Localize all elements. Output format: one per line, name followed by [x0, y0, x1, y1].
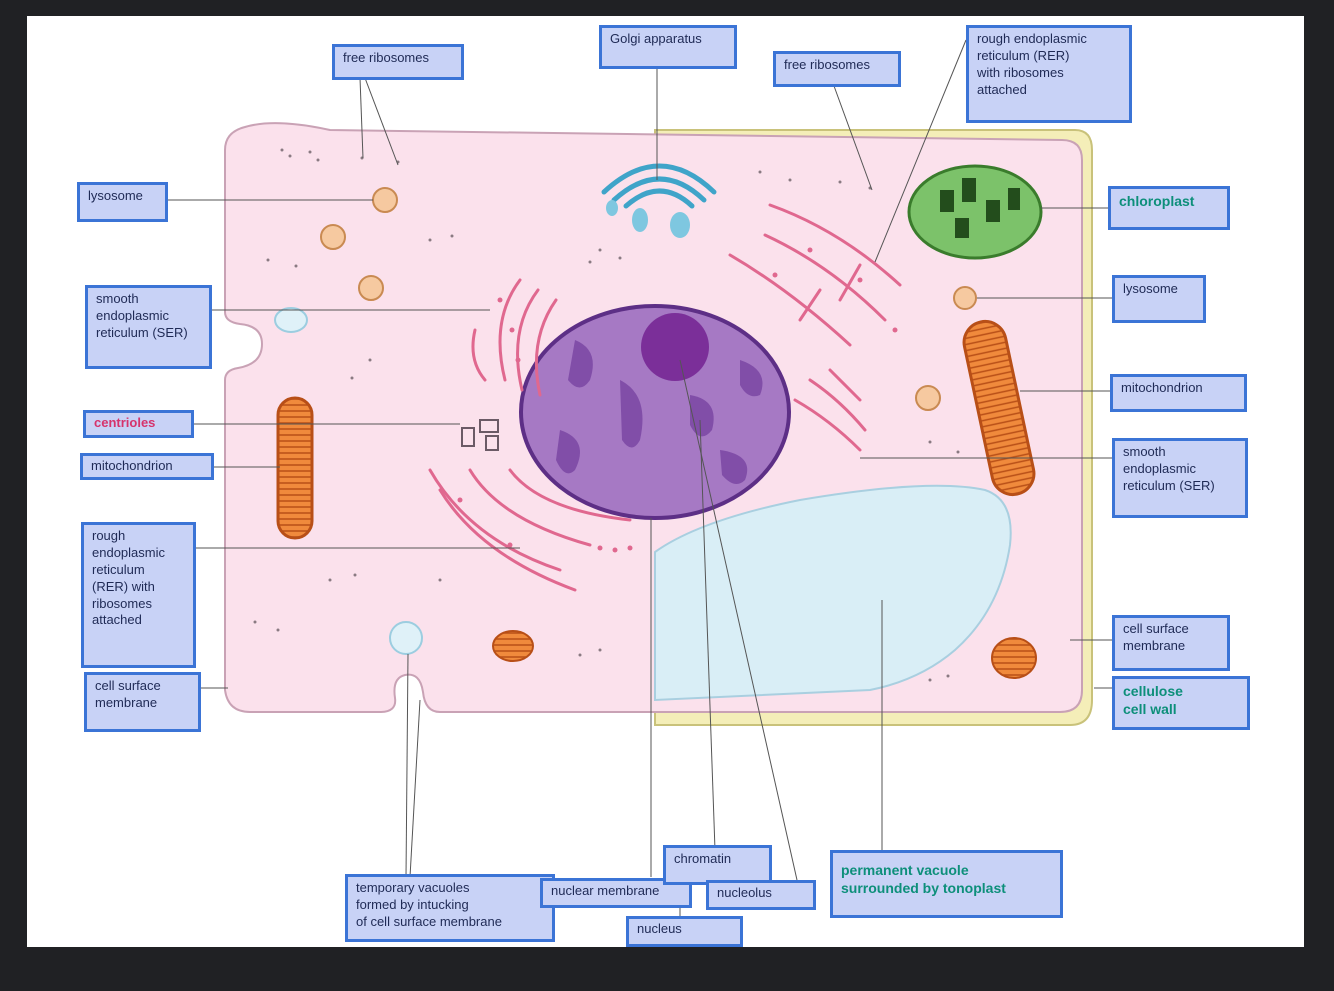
mitochondrion-left-shape: [276, 396, 314, 540]
label-line: nucleus: [637, 921, 682, 936]
chloroplast-grana: [940, 178, 1020, 238]
label-line: (RER) with: [92, 578, 155, 594]
endoplasmic-reticulum: [428, 203, 902, 592]
label-line: formed by intucking: [356, 896, 469, 912]
label-line: mitochondrion: [1121, 380, 1203, 395]
label-golgi-apparatus: Golgi apparatus: [599, 25, 737, 69]
label-line: reticulum (SER): [1123, 477, 1215, 493]
label-nuclear-membrane: nuclear membrane: [540, 878, 692, 908]
label-line: rough: [92, 528, 126, 543]
golgi-vesicles: [606, 200, 690, 238]
lysosome-shapes: [320, 187, 977, 411]
label-line: lysosome: [88, 188, 143, 203]
label-cellulose-cell-wall: cellulose cell wall: [1112, 676, 1250, 730]
label-cell-surface-membrane-right: cell surface membrane: [1112, 615, 1230, 671]
label-line: membrane: [1123, 637, 1186, 653]
label-ser-left: smooth endoplasmic reticulum (SER): [85, 285, 212, 369]
label-line: endoplasmic: [96, 307, 169, 323]
label-line: attached: [977, 81, 1027, 97]
temporary-vacuole-1: [274, 307, 308, 333]
label-line: free ribosomes: [784, 57, 870, 72]
label-temporary-vacuoles: temporary vacuoles formed by intucking o…: [345, 874, 555, 942]
label-line: cellulose: [1123, 683, 1183, 699]
temporary-vacuole-2: [389, 621, 423, 655]
label-line: smooth: [1123, 444, 1166, 459]
label-line: cell surface: [95, 678, 161, 693]
nucleolus-shape: [641, 313, 709, 381]
label-line: nucleolus: [717, 885, 772, 900]
label-rer-top: rough endoplasmic reticulum (RER) with r…: [966, 25, 1132, 123]
label-line: endoplasmic: [92, 544, 165, 560]
label-line: mitochondrion: [91, 458, 173, 473]
label-line: membrane: [95, 694, 158, 710]
mitochondrion-small-right: [991, 637, 1037, 679]
label-line: free ribosomes: [343, 50, 429, 65]
label-lysosome-left: lysosome: [77, 182, 168, 222]
free-ribosome-specks: [253, 148, 960, 682]
label-line: reticulum: [92, 561, 145, 577]
chromatin-shapes: [556, 340, 763, 484]
permanent-vacuole-shape: [654, 484, 1012, 702]
label-nucleolus: nucleolus: [706, 880, 816, 910]
label-line: nuclear membrane: [551, 883, 660, 898]
label-line: Golgi apparatus: [610, 31, 702, 46]
label-line: surrounded by tonoplast: [841, 880, 1006, 897]
label-centrioles: centrioles: [83, 410, 194, 438]
label-mitochondrion-left: mitochondrion: [80, 453, 214, 480]
label-chloroplast: chloroplast: [1108, 186, 1230, 230]
leader-lines: [166, 39, 1114, 920]
mitochondrion-small-left: [492, 630, 534, 662]
label-cell-surface-membrane-left: cell surface membrane: [84, 672, 201, 732]
label-line: temporary vacuoles: [356, 880, 470, 895]
golgi-shape: [601, 163, 717, 209]
label-rer-left: rough endoplasmic reticulum (RER) with r…: [81, 522, 196, 668]
label-line: chloroplast: [1119, 193, 1195, 209]
label-line: smooth: [96, 291, 139, 306]
label-line: of cell surface membrane: [356, 913, 502, 929]
label-mitochondrion-right: mitochondrion: [1110, 374, 1247, 412]
label-line: permanent vacuole: [841, 862, 969, 878]
label-line: with ribosomes: [977, 64, 1064, 80]
label-line: attached: [92, 612, 142, 628]
label-line: reticulum (RER): [977, 47, 1070, 63]
label-line: cell wall: [1123, 701, 1177, 718]
centrioles-shape: [461, 419, 499, 451]
label-chromatin: chromatin: [663, 845, 772, 885]
label-line: rough endoplasmic: [977, 31, 1087, 46]
label-ser-right: smooth endoplasmic reticulum (SER): [1112, 438, 1248, 518]
label-line: ribosomes: [92, 595, 152, 611]
label-line: lysosome: [1123, 281, 1178, 296]
label-permanent-vacuole: permanent vacuole surrounded by tonoplas…: [830, 850, 1063, 918]
label-free-ribosomes-right: free ribosomes: [773, 51, 901, 87]
label-free-ribosomes-left: free ribosomes: [332, 44, 464, 80]
label-line: reticulum (SER): [96, 324, 188, 340]
label-lysosome-right: lysosome: [1112, 275, 1206, 323]
mitochondrion-right-shape: [962, 319, 1036, 497]
label-line: endoplasmic: [1123, 460, 1196, 476]
label-line: chromatin: [674, 851, 732, 866]
label-line: centrioles: [94, 415, 156, 430]
label-nucleus: nucleus: [626, 916, 743, 947]
label-line: cell surface: [1123, 621, 1189, 636]
ribosome-dots: [457, 247, 898, 553]
